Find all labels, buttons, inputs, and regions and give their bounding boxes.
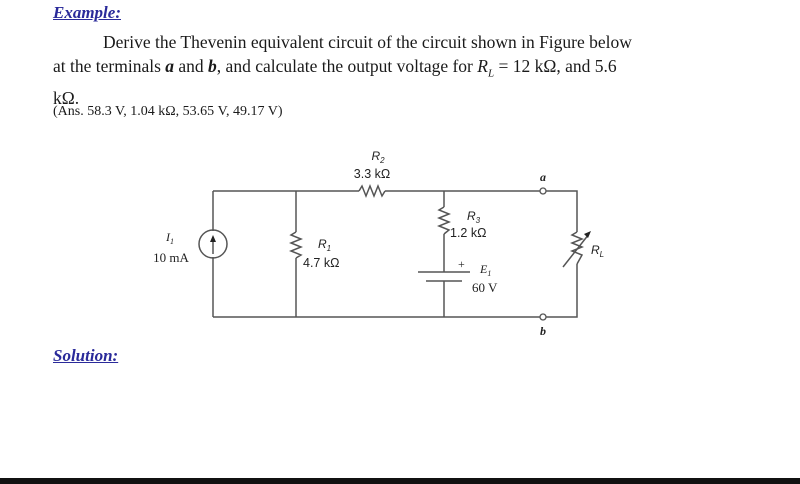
terminal-b-ref: b (208, 56, 217, 76)
current-arrow-head (210, 235, 216, 242)
problem-line-1: Derive the Thevenin equivalent circuit o… (103, 32, 632, 52)
battery-plus-sign: + (458, 257, 465, 271)
terminal-b-node[interactable] (539, 313, 547, 321)
r3-zigzag (436, 206, 452, 235)
wire-top-load (546, 190, 578, 232)
current-source-icon (198, 229, 228, 259)
rl-arrow-head (584, 231, 591, 238)
r2-value: 3.3 kΩ (354, 167, 390, 181)
text: at the terminals (53, 56, 166, 76)
text: and (174, 56, 209, 76)
rl-variable-arrow (562, 233, 590, 268)
bottom-bar (0, 478, 800, 484)
example-heading: Example: (53, 3, 121, 22)
terminal-a-label: a (540, 170, 546, 184)
r3-value: 1.2 kΩ (450, 226, 486, 240)
r1-value: 4.7 kΩ (303, 256, 339, 270)
problem-line-2: at the terminals a and b, and calculate … (53, 54, 733, 86)
rl-symbol: R (477, 56, 488, 76)
battery-value: 60 V (472, 280, 498, 295)
terminal-a-node[interactable] (539, 187, 547, 195)
problem-line-3: kΩ. (53, 87, 80, 108)
text: = 12 kΩ, and 5.6 (494, 56, 617, 76)
answer-text: (Ans. 58.3 V, 1.04 kΩ, 53.65 V, 49.17 V) (53, 104, 283, 119)
r2-zigzag (358, 183, 386, 199)
rl-label: RL (591, 243, 604, 259)
rl-sub: L (487, 67, 495, 80)
terminal-a-ref: a (165, 56, 175, 76)
r3-label: R3 (467, 209, 481, 225)
r1-zigzag (288, 231, 304, 259)
battery-label: E1 (479, 262, 491, 278)
solution-heading: Solution: (53, 346, 119, 365)
text: , and calculate the output voltage for (216, 56, 478, 76)
wire-bottom-load (546, 264, 578, 318)
source-label: I1 (165, 230, 174, 246)
source-value: 10 mA (153, 250, 189, 265)
terminal-b-label: b (540, 324, 546, 338)
r1-label: R1 (318, 237, 331, 253)
rl-zigzag (569, 231, 585, 265)
problem-statement: Derive the Thevenin equivalent circuit o… (53, 30, 733, 110)
r2-label: R2 (371, 149, 385, 165)
